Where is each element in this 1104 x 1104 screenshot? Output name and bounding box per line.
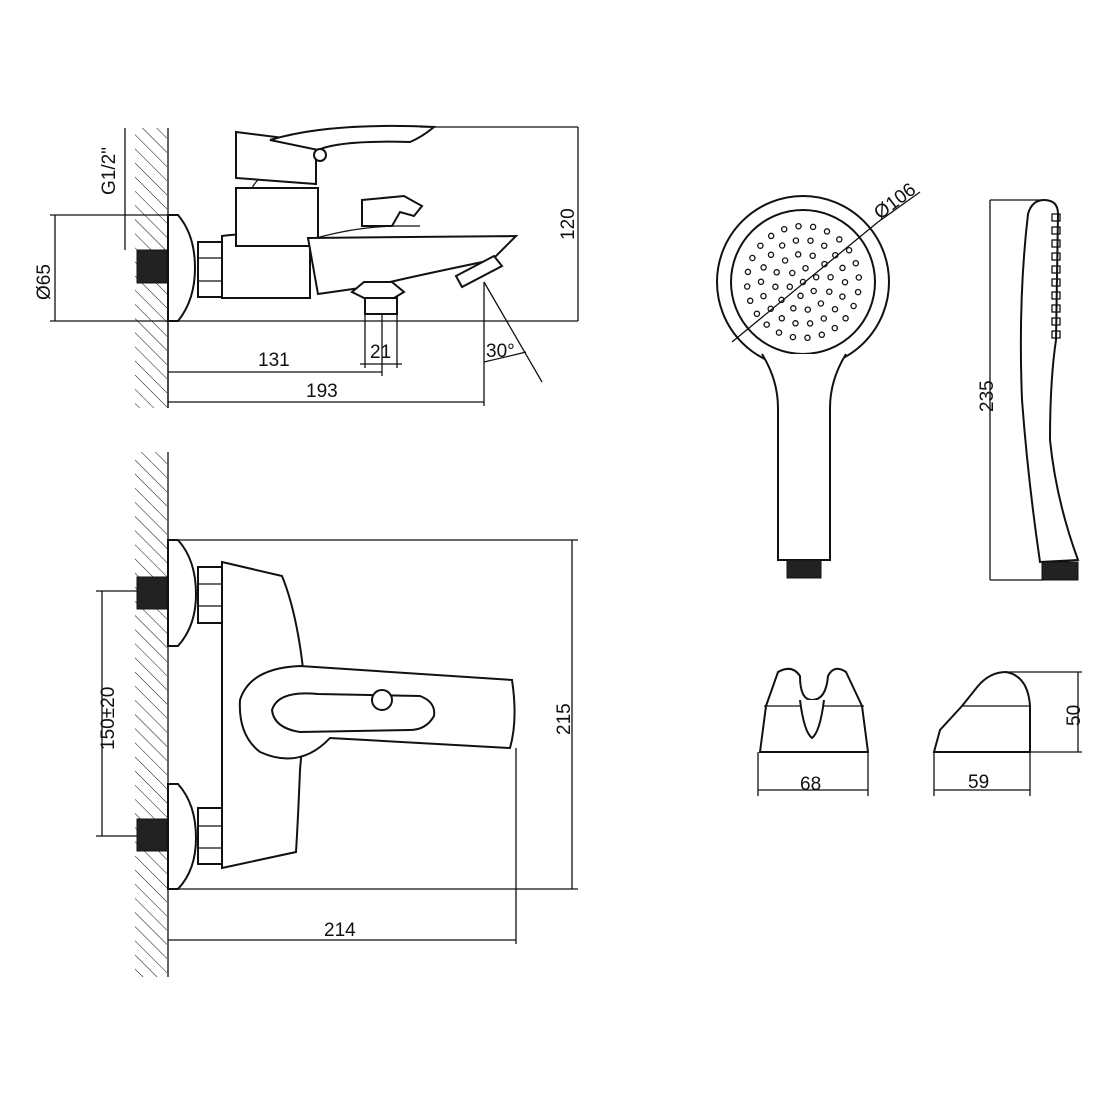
nozzle-dot — [743, 283, 751, 290]
nozzle-dot — [826, 288, 833, 295]
side-nozzle — [1051, 213, 1061, 222]
spray-nozzles — [743, 222, 863, 342]
dim-height-front: 215 — [554, 703, 575, 735]
nozzle-dot — [831, 305, 839, 313]
nozzle-dot — [812, 273, 820, 281]
nozzle-dot — [757, 278, 765, 286]
nozzle-dot — [809, 223, 817, 231]
dim-flange-diameter: Ø65 — [34, 264, 55, 300]
nozzle-dot — [757, 242, 764, 249]
dim-height-top: 120 — [558, 208, 579, 240]
nozzle-dot — [809, 252, 816, 259]
nozzle-dot — [767, 251, 775, 259]
nozzle-dot — [804, 334, 811, 342]
dim-outlet-width: 21 — [370, 342, 391, 363]
nozzle-dot — [797, 292, 804, 300]
nozzle-dot — [789, 333, 797, 341]
nozzle-dot — [780, 225, 788, 233]
nozzle-dot — [778, 242, 786, 249]
nozzle-dot — [850, 302, 857, 310]
nozzle-dot — [746, 297, 754, 305]
dim-head-diameter: Ø106 — [870, 179, 920, 224]
side-nozzle — [1051, 330, 1061, 339]
dim-thread: G1/2" — [99, 147, 120, 195]
nozzle-dot — [845, 246, 853, 254]
nozzle-dot — [855, 274, 863, 281]
nozzle-dot — [839, 293, 846, 300]
dim-length-side: 193 — [306, 381, 338, 402]
shower-head-front — [716, 191, 921, 579]
nozzle-dot — [789, 269, 796, 277]
nozzle-dot — [820, 242, 828, 249]
nozzle-dot — [773, 269, 780, 276]
holder-front — [757, 667, 870, 796]
nozzle-dot — [802, 264, 809, 272]
nozzle-dot — [817, 300, 825, 307]
nozzle-dot — [790, 305, 797, 312]
nozzle-dot — [792, 237, 800, 244]
dim-holder-width: 68 — [800, 774, 821, 795]
side-nozzle — [1051, 278, 1061, 287]
nozzle-dot — [772, 283, 779, 291]
inlet-thread-side — [136, 249, 168, 284]
dim-angle: 30° — [486, 341, 515, 362]
dim-holder-depth: 59 — [968, 772, 989, 793]
dim-holder-height: 50 — [1064, 705, 1085, 726]
nozzle-dot — [767, 232, 775, 240]
side-nozzle — [1051, 252, 1061, 261]
nozzle-dot — [794, 251, 802, 258]
wall-hatch-front — [135, 452, 167, 977]
nozzle-dot — [842, 315, 849, 322]
front-view — [96, 452, 578, 977]
dim-shower-length: 235 — [977, 380, 998, 412]
nozzle-dot — [852, 259, 860, 267]
nozzle-dot — [806, 320, 814, 327]
nozzle-dot — [760, 292, 767, 300]
nozzle-dot — [854, 288, 862, 296]
side-nozzle — [1051, 291, 1061, 300]
nozzle-dot — [818, 331, 826, 339]
side-nozzle — [1051, 226, 1061, 235]
nozzle-dot — [792, 320, 799, 327]
side-nozzle — [1051, 239, 1061, 248]
nozzle-dot — [763, 321, 770, 328]
nozzle-dot — [744, 268, 752, 276]
side-nozzle — [1051, 265, 1061, 274]
holder-side — [932, 670, 1082, 796]
nozzle-dot — [839, 264, 846, 272]
side-nozzle — [1051, 304, 1061, 313]
nozzle-dot — [767, 305, 774, 313]
nozzle-dot — [827, 273, 834, 281]
side-nozzles — [1051, 213, 1061, 339]
nozzle-dot — [749, 254, 756, 262]
nozzle-dot — [786, 283, 794, 291]
nozzle-dot — [795, 222, 802, 230]
nozzle-dot — [823, 228, 831, 235]
shower-head-side — [989, 198, 1080, 581]
nozzle-dot — [807, 237, 814, 244]
nozzle-dot — [836, 236, 843, 243]
nozzle-dot — [821, 260, 828, 268]
nozzle-dot — [841, 278, 849, 286]
dim-length-front: 214 — [324, 920, 356, 941]
nozzle-dot — [832, 251, 839, 259]
nozzle-dot — [781, 257, 789, 264]
nozzle-dot — [775, 329, 783, 336]
nozzle-dot — [778, 296, 785, 304]
nozzle-dot — [831, 324, 839, 332]
nozzle-dot — [820, 315, 828, 322]
nozzle-dot — [804, 306, 812, 313]
dim-center-distance: 150±20 — [98, 687, 119, 750]
side-view — [50, 124, 579, 408]
dim-spout-outlet: 131 — [258, 350, 290, 371]
nozzle-dot — [760, 264, 767, 271]
nozzle-dot — [753, 310, 761, 318]
nozzle-dot — [810, 287, 817, 295]
nozzle-dot — [799, 278, 807, 286]
side-nozzle — [1051, 317, 1061, 326]
nozzle-dot — [778, 315, 786, 322]
